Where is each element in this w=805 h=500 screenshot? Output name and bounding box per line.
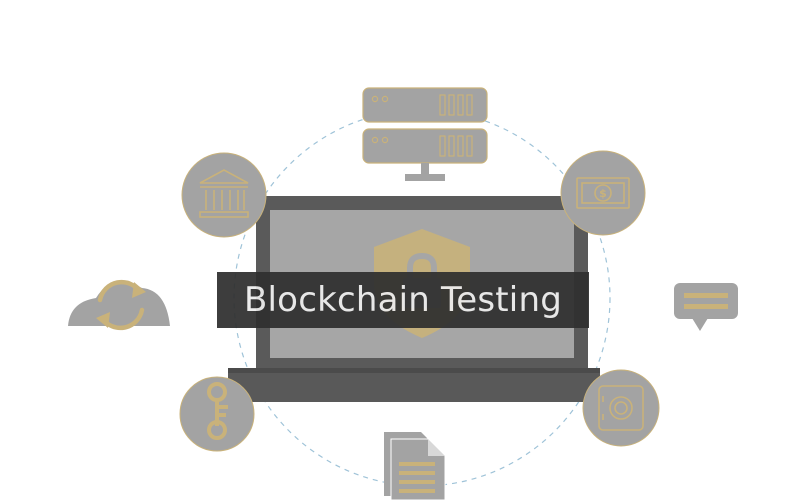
cash-icon: $	[560, 150, 646, 236]
server-icon	[362, 87, 488, 181]
chat-icon	[674, 283, 738, 331]
document-icon	[384, 432, 446, 500]
title-banner: Blockchain Testing	[217, 272, 589, 328]
bank-icon	[181, 152, 267, 238]
sync-cloud-icon	[68, 279, 170, 331]
page-title: Blockchain Testing	[244, 280, 562, 320]
key-icon	[179, 376, 255, 452]
safe-icon	[582, 369, 660, 447]
svg-text:$: $	[599, 187, 607, 200]
